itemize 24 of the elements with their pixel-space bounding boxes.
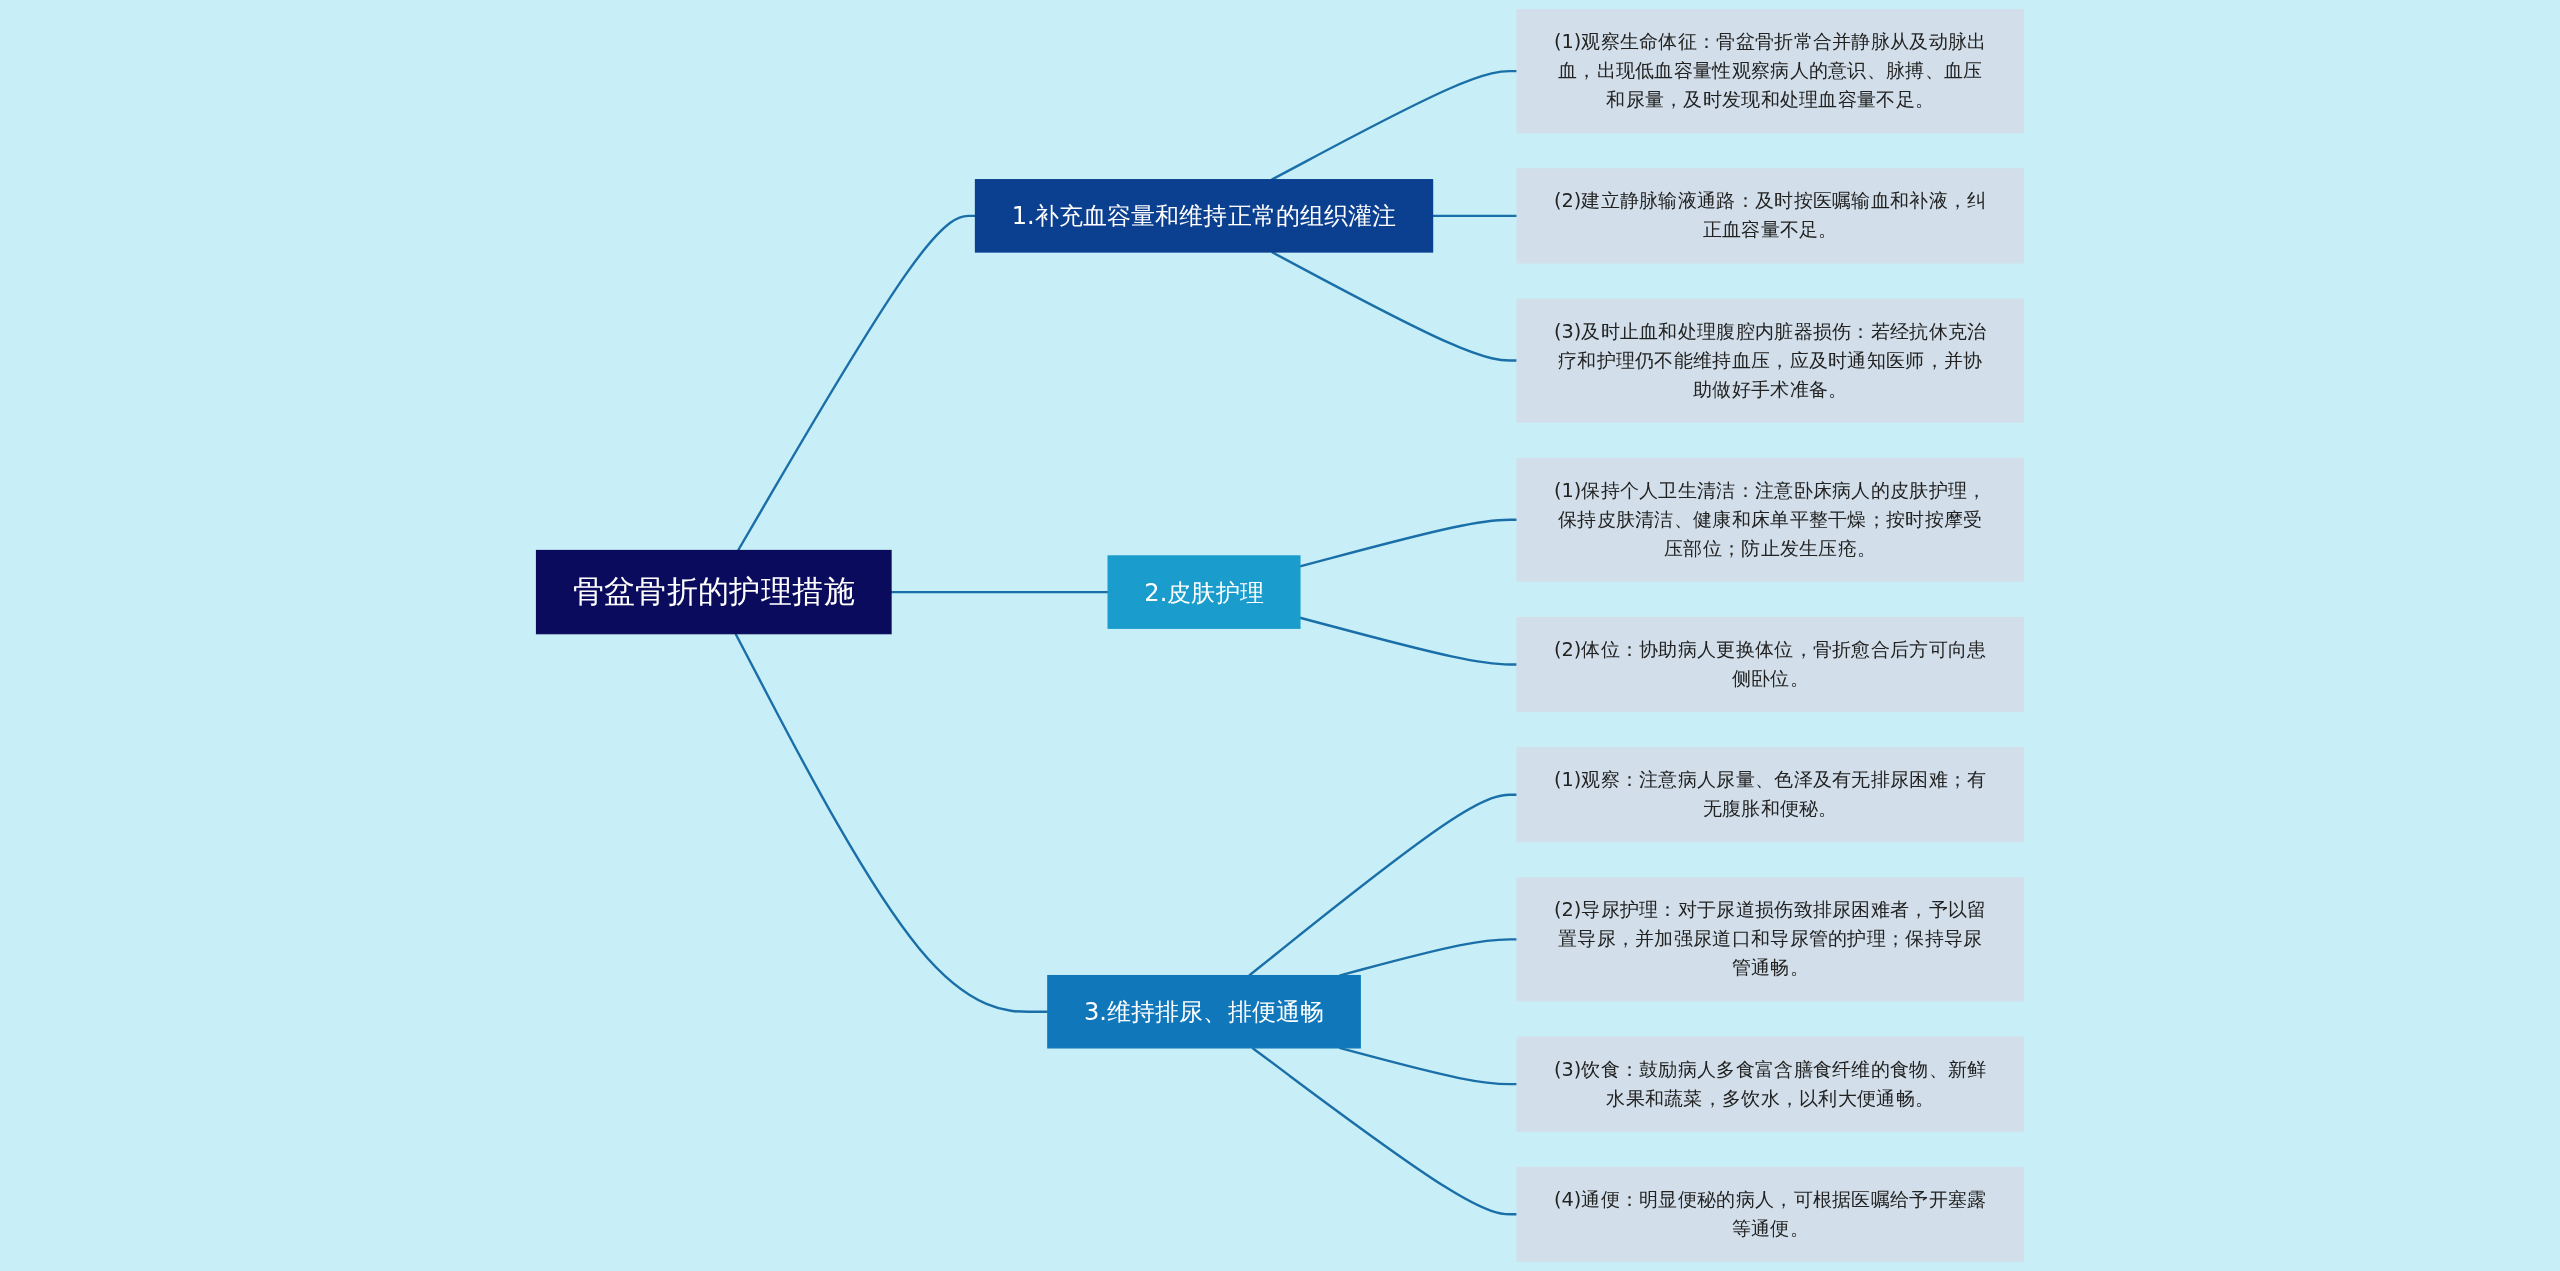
node-box: (4)通便：明显便秘的病人，可根据医嘱给予开塞露等通便。 [1516, 1166, 2025, 1262]
node-box: (1)观察：注意病人尿量、色泽及有无排尿困难；有无腹胀和便秘。 [1516, 747, 2025, 843]
node-box: (1)观察生命体征：骨盆骨折常合并静脉从及动脉出血，出现低血容量性观察病人的意识、脉搏、血压和尿量，及时发现和处理血容量不足。 [1516, 9, 2025, 134]
node-box: (1)保持个人卫生清洁：注意卧床病人的皮肤护理，保持皮肤清洁、健康和床单平整干燥；按时按摩受压部位；防止发生压疮。 [1516, 457, 2025, 582]
connector [734, 633, 1048, 1013]
connector [1251, 1046, 1517, 1216]
node-box: (2)建立静脉输液通路：及时按医嘱输血和补液，纠正血容量不足。 [1516, 168, 2025, 264]
connector [1299, 616, 1517, 666]
node-box: 1.补充血容量和维持正常的组织灌注 [974, 179, 1434, 253]
connector [1299, 518, 1517, 568]
connector [891, 590, 1109, 594]
connector [737, 214, 976, 552]
connector [1248, 793, 1517, 977]
connector [1271, 69, 1517, 181]
node-box: (3)及时止血和处理腹腔内脏器损伤：若经抗休克治疗和护理仍不能维持血压，应及时通知医师，并协助做好手术准备。 [1516, 298, 2025, 423]
node-box: (2)体位：协助病人更换体位，骨折愈合后方可向患侧卧位。 [1516, 616, 2025, 713]
node-box: (3)饮食：鼓励病人多食富含膳食纤维的食物、新鲜水果和蔬菜，多饮水，以利大便通畅。 [1516, 1036, 2025, 1132]
node-box: 骨盆骨折的护理措施 [535, 549, 892, 635]
connector [1432, 214, 1517, 218]
node-box: (2)导尿护理：对于尿道损伤致排尿困难者，予以留置导尿，并加强尿道口和导尿管的护理；保持导尿管通畅。 [1516, 877, 2025, 1002]
connector [1339, 938, 1517, 977]
node-box: 3.维持排尿、排便通畅 [1047, 974, 1361, 1049]
connector [1339, 1046, 1517, 1086]
node-box: 2.皮肤护理 [1107, 555, 1301, 629]
